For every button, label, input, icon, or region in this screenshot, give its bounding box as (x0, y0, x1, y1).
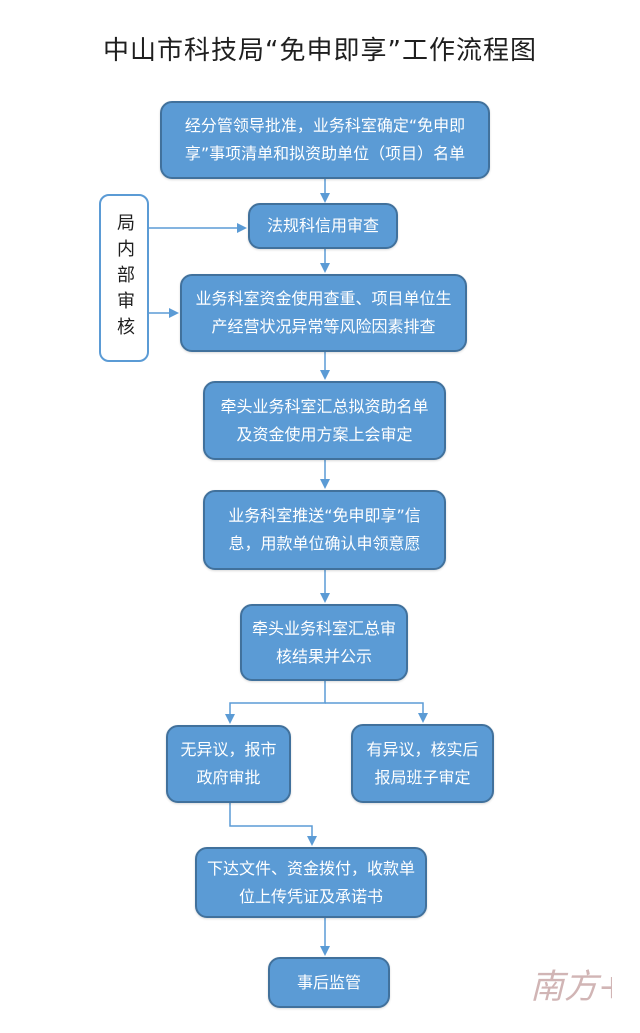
step-6-summary-publicity: 牵头业务科室汇总审核结果并公示 (240, 604, 408, 681)
step-4-summary-meeting: 牵头业务科室汇总拟资助名单及资金使用方案上会审定 (203, 381, 446, 460)
split-connector-right (325, 702, 428, 723)
step-1-leader-approval: 经分管领导批准，业务科室确定“免申即享”事项清单和拟资助单位（项目）名单 (160, 101, 490, 179)
step-7b-objection: 有异议，核实后报局班子审定 (351, 724, 494, 803)
step-5-push-info: 业务科室推送“免申即享”信息，用款单位确认申领意愿 (203, 490, 446, 570)
page-title: 中山市科技局“免申即享”工作流程图 (103, 36, 537, 66)
step-3-risk-check: 业务科室资金使用查重、项目单位生产经营状况异常等风险因素排查 (180, 274, 467, 352)
merge-connector (229, 803, 317, 846)
nanfang-plus-watermark: 南方+ (530, 967, 612, 1007)
step-2-credit-review: 法规科信用审查 (248, 203, 398, 249)
split-connector (225, 681, 326, 724)
step-7a-no-objection: 无异议，报市政府审批 (166, 725, 291, 803)
step-8-issue-funds: 下达文件、资金拨付，收款单位上传凭证及承诺书 (195, 847, 427, 918)
step-9-supervision: 事后监管 (268, 957, 390, 1008)
watermark-text: 南方+ (530, 967, 612, 1007)
side-label-internal-review: 局内部审核 (99, 194, 149, 362)
